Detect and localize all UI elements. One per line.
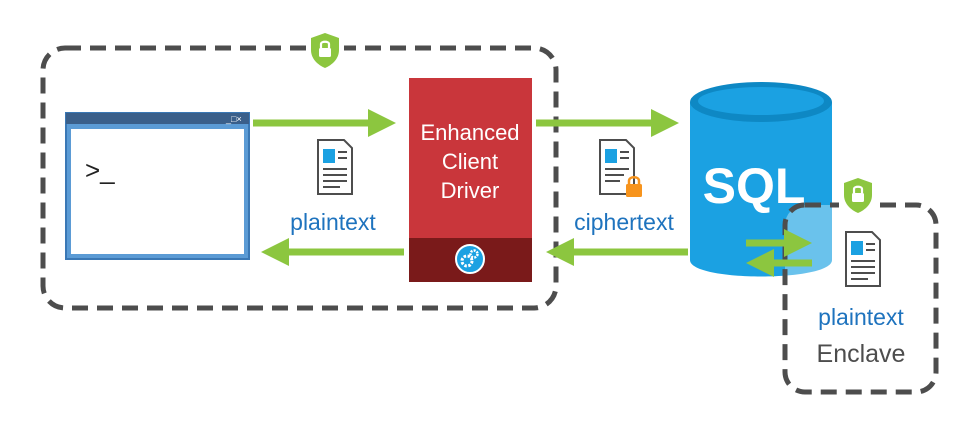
client-shield-icon: [306, 31, 344, 69]
console-content: [71, 129, 244, 254]
ciphertext-label: ciphertext: [574, 209, 674, 235]
encrypted-document-icon: [599, 139, 642, 197]
gears-icon: [455, 244, 485, 274]
driver-title-line-3: Driver: [441, 178, 500, 203]
driver-title-line-2: Client: [442, 149, 498, 174]
console-window-buttons: _□×: [225, 114, 242, 124]
enclave-plaintext-label: plaintext: [818, 304, 904, 330]
enclave-document-icon: [845, 231, 881, 287]
enclave-label: Enclave: [817, 340, 906, 368]
driver-title-line-1: Enhanced: [420, 120, 519, 145]
sql-label: SQL: [703, 158, 806, 214]
lock-icon: [626, 176, 642, 197]
enclave-shield-icon: [839, 176, 877, 214]
console-titlebar: [66, 113, 249, 124]
client-plaintext-label: plaintext: [290, 209, 376, 235]
enhanced-client-driver: Enhanced Client Driver: [409, 78, 532, 282]
console-window: _□× >_: [65, 112, 250, 260]
client-boundary: [40, 45, 559, 311]
document-icon: [317, 139, 353, 195]
console-prompt: >_: [85, 155, 115, 185]
